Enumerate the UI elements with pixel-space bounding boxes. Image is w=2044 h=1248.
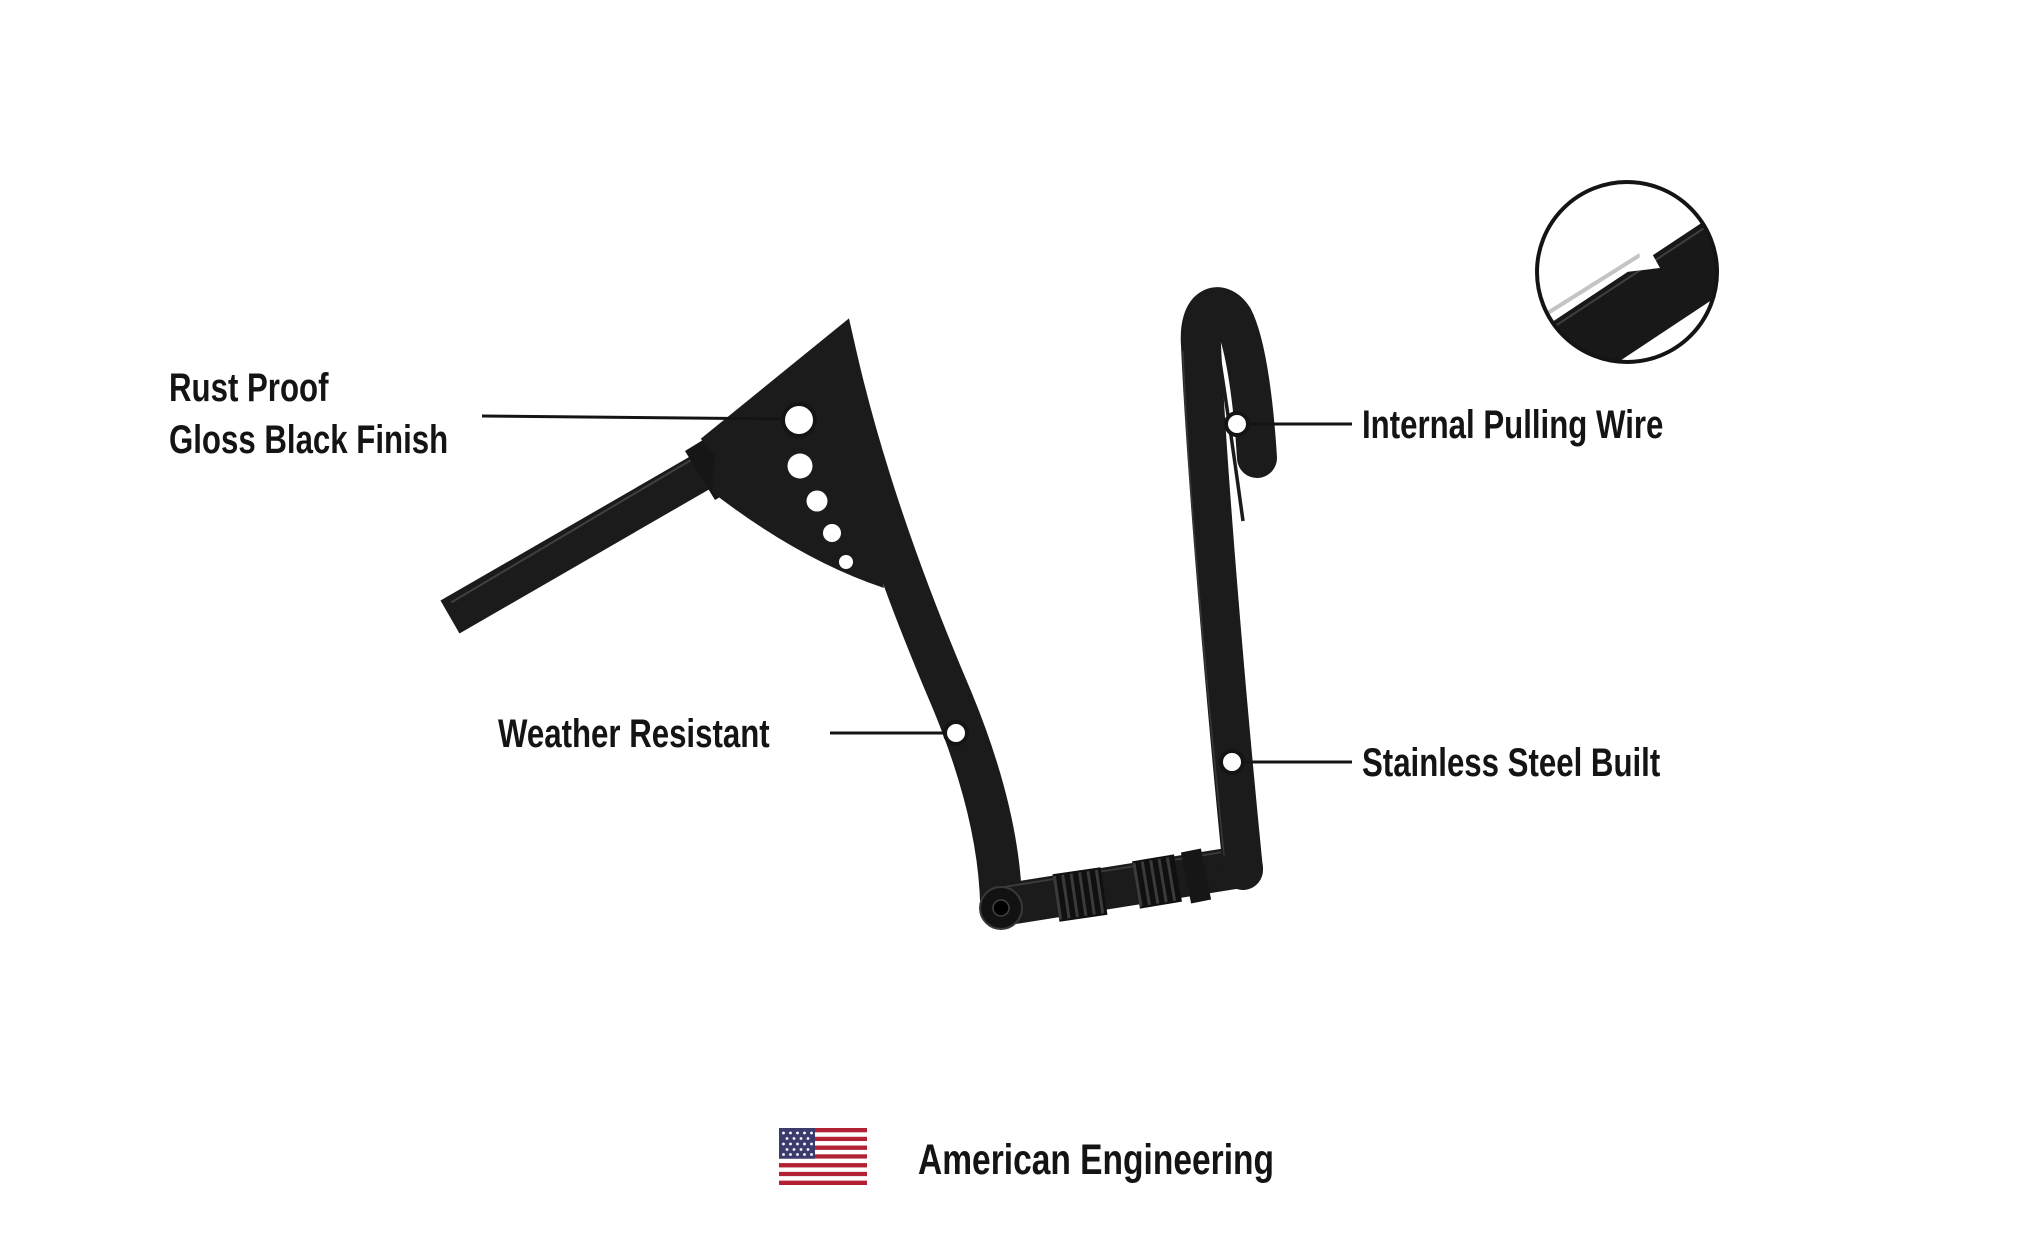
- right-riser-highlight: [1182, 351, 1225, 856]
- knurl-left: [1052, 867, 1108, 922]
- flag-stars: [782, 1131, 813, 1156]
- us-flag-icon: [779, 1128, 867, 1185]
- left-grip-highlight: [451, 443, 719, 603]
- wire-detail-inset-icon: [1535, 180, 1719, 364]
- footer-label: American Engineering: [918, 1136, 1374, 1184]
- gusset-hole: [787, 453, 813, 479]
- pull-wire: [1218, 361, 1245, 522]
- weather-text: Weather Resistant: [498, 712, 770, 756]
- inset-bar: [1540, 216, 1717, 362]
- right-riser: [1180, 287, 1277, 890]
- callout-dot-weather: [943, 720, 969, 746]
- flag-stripes: [779, 1128, 867, 1185]
- footer-text: American Engineering: [918, 1136, 1274, 1184]
- callout-dot-internal-wire: [1224, 411, 1250, 437]
- callout-label-weather: Weather Resistant: [498, 712, 846, 756]
- inset-wire: [1541, 253, 1642, 318]
- inset-ring: [1535, 180, 1719, 364]
- callout-label-stainless: Stainless Steel Built: [1362, 741, 1744, 785]
- callout-dot-stainless: [1219, 749, 1245, 775]
- gusset-hole: [823, 524, 841, 542]
- knurl-right-ridges: [1132, 856, 1182, 907]
- callout-label-rust-proof: Rust Proof Gloss Black Finish: [169, 362, 527, 466]
- callout-line-rust-proof: [481, 414, 784, 421]
- inset-wire-inside: [1639, 253, 1659, 269]
- inset-bar-highlight: [1542, 220, 1716, 335]
- internal-wire-text: Internal Pulling Wire: [1362, 403, 1664, 447]
- stainless-text: Stainless Steel Built: [1362, 741, 1661, 785]
- callout-dot-rust-proof: [781, 402, 817, 438]
- bottom-bar-highlight: [1003, 848, 1243, 888]
- inset-wire-notch: [1626, 250, 1660, 272]
- bar-end-cap-inner: [992, 899, 1010, 917]
- bottom-bar: [998, 845, 1251, 926]
- gusset-hole: [806, 490, 828, 512]
- riser-collar: [1180, 848, 1212, 904]
- left-grip-bar: [440, 443, 732, 634]
- rust-proof-line1: Rust Proof: [169, 366, 329, 410]
- callout-label-internal-wire: Internal Pulling Wire: [1362, 403, 1748, 447]
- left-riser: [700, 318, 1022, 901]
- rust-proof-line2: Gloss Black Finish: [169, 418, 449, 462]
- gusset-hole: [839, 555, 853, 569]
